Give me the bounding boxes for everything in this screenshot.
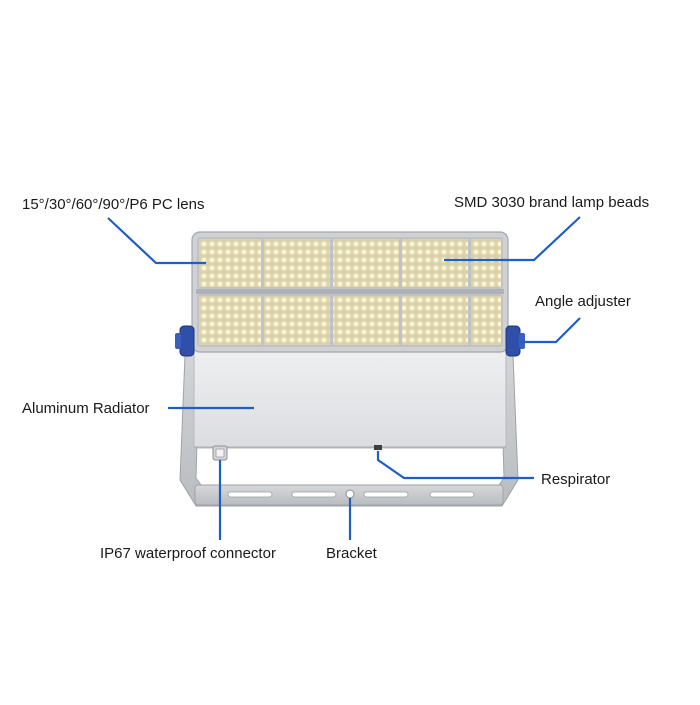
ip67-connector bbox=[212, 445, 228, 461]
label-angle-adjuster: Angle adjuster bbox=[535, 293, 631, 310]
respirator-vent bbox=[374, 445, 382, 450]
led-panel-row-bottom bbox=[199, 296, 501, 345]
label-respirator: Respirator bbox=[541, 471, 610, 488]
led-panel bbox=[264, 239, 330, 287]
label-lens: 15°/30°/60°/90°/P6 PC lens bbox=[22, 196, 204, 213]
led-panel bbox=[199, 296, 261, 345]
label-bracket: Bracket bbox=[326, 545, 378, 562]
leader-beads bbox=[444, 216, 581, 262]
label-connector: IP67 waterproof connector bbox=[100, 545, 276, 562]
led-panel bbox=[402, 296, 468, 345]
label-radiator: Aluminum Radiator bbox=[22, 400, 150, 417]
leader-lens bbox=[107, 217, 206, 265]
radiator-body bbox=[193, 349, 507, 461]
led-module-frame bbox=[191, 231, 509, 353]
led-panel bbox=[264, 296, 330, 345]
leader-angle-adjuster bbox=[518, 317, 581, 344]
bracket-assembly bbox=[179, 329, 519, 507]
led-panel bbox=[471, 239, 501, 287]
label-beads: SMD 3030 brand lamp beads bbox=[454, 194, 649, 211]
angle-adjuster-left bbox=[175, 325, 195, 357]
led-panel bbox=[402, 239, 468, 287]
led-panel bbox=[333, 296, 399, 345]
led-panel bbox=[199, 239, 261, 287]
led-panel bbox=[333, 239, 399, 287]
led-panel bbox=[471, 296, 501, 345]
led-panel-row-top bbox=[199, 239, 501, 287]
leader-respirator bbox=[376, 451, 534, 480]
